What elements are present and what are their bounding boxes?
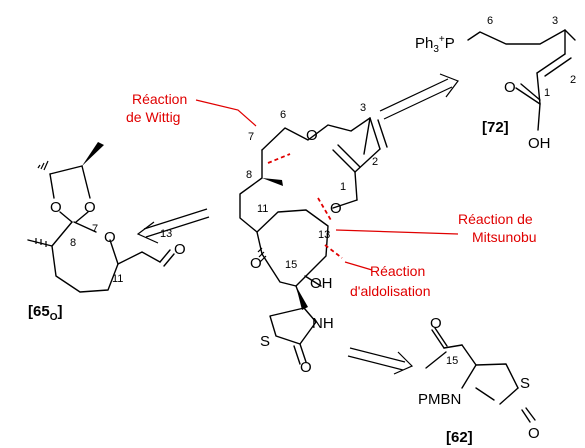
locant-1: 1 [340, 181, 346, 193]
locant-3: 3 [360, 102, 366, 114]
wedge-bond [82, 142, 104, 166]
aldehyde-oxygen-label: O [174, 241, 186, 258]
hydroxyl-label: OH [310, 275, 333, 292]
mitsunobu-label-line1: Réaction de [458, 211, 533, 227]
hashed-bond [37, 160, 49, 171]
ring-oxygen-label: O [330, 200, 342, 217]
oxygen-62-label: O [528, 425, 540, 442]
retro-arrow-to-72 [379, 73, 459, 120]
mitsunobu-leader [335, 229, 459, 235]
locant-11-65: 11 [112, 273, 123, 285]
wittig-label-line1: Réaction [132, 91, 187, 107]
compound-72: Ph3+P 6 3 2 1 O OH [72] [415, 15, 576, 152]
locant-2-72: 2 [570, 74, 576, 86]
locant-8: 8 [246, 169, 252, 181]
compound-62: O 15 S PMBN O [62] [418, 315, 540, 446]
compound-65o-label: [65O] [28, 303, 62, 323]
mitsunobu-label-line2: Mitsunobu [472, 229, 537, 245]
retro-arrow-to-65 [136, 208, 210, 244]
sulfur-label: S [260, 333, 270, 350]
ph3-label: Ph3+P [415, 34, 455, 55]
compound-62-label: [62] [446, 429, 473, 446]
locant-6-72: 6 [487, 15, 493, 27]
acid-oh-label: OH [528, 135, 551, 152]
wittig-cut [267, 153, 291, 164]
retro-arrow-to-62 [347, 347, 414, 375]
ester-oxygen-label: O [306, 127, 318, 144]
aldol-leader [344, 261, 373, 271]
wedge-bond [262, 178, 283, 186]
ketone-oxygen-label: O [430, 315, 442, 332]
locant-13: 13 [318, 229, 330, 241]
macrocycle: O O O OH NH S O 6 7 8 3 2 1 11 13 15 [239, 102, 388, 376]
locant-15: 15 [285, 259, 297, 271]
locant-8-65: 8 [70, 237, 76, 249]
wedge-bond [296, 286, 308, 310]
thiazolidinone-oxygen-label: O [300, 359, 312, 376]
aldol-label-line2: d'aldolisation [350, 283, 431, 299]
aldol-label-line1: Réaction [370, 263, 425, 279]
locant-15-62: 15 [446, 355, 458, 367]
locant-1-72: 1 [544, 87, 550, 99]
hashed-bond [257, 247, 267, 263]
locant-3-72: 3 [552, 15, 558, 27]
wittig-label-line2: de Wittig [126, 109, 180, 125]
dioxolane-oxygen-right: O [84, 199, 96, 216]
mitsunobu-cut [317, 197, 333, 223]
locant-6: 6 [280, 109, 286, 121]
locant-7: 7 [248, 131, 254, 143]
reaction-labels: Réaction de Wittig Réaction de Mitsunobu… [126, 91, 537, 299]
dioxolane-oxygen-left: O [50, 199, 62, 216]
locant-11: 11 [257, 203, 268, 215]
carbonyl-oxygen-label: O [504, 79, 516, 96]
locant-7-65: 7 [92, 223, 98, 235]
sulfur-62-label: S [520, 375, 530, 392]
wittig-leader [195, 99, 257, 127]
locant-13-65: 13 [160, 228, 172, 240]
compound-72-label: [72] [482, 119, 509, 136]
pyran-oxygen-label: O [250, 255, 262, 272]
locant-2: 2 [372, 156, 378, 168]
compound-65o: O O O O 7 8 11 13 [65O] [27, 142, 186, 323]
nh-label: NH [312, 315, 334, 332]
pyran-oxygen-65: O [104, 229, 116, 246]
aldol-cut [324, 244, 343, 259]
pmbn-label: PMBN [418, 391, 461, 408]
